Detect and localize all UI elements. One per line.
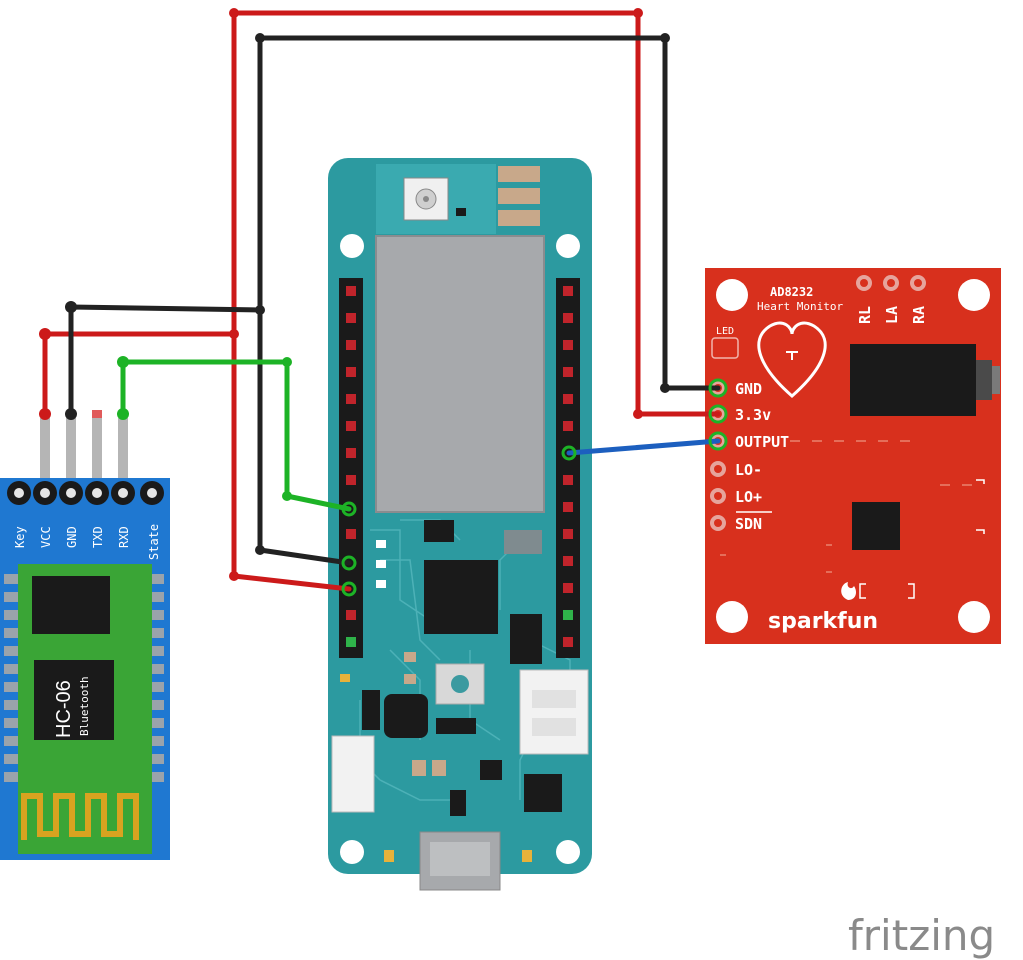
mcu-mount-hole [556,234,580,258]
hc06-subtitle: Bluetooth [78,676,91,736]
hc06-side-pads [4,574,164,782]
hc06-name: HC-06 [53,680,75,738]
mcu-radio-module [375,235,545,513]
led-label: LED [716,326,734,337]
hc06-chip-top [32,576,110,634]
mcu-main-chip [424,560,498,634]
hc06-header-legs [40,410,128,494]
hc06-pin-label-state: State [147,524,161,560]
hc06-chip-main [34,660,114,740]
sparkfun-brand: sparkfun [768,609,878,634]
sparkfun-flame-icon [841,582,856,600]
ad8232-chip [852,502,900,550]
ad8232-mount-hole [958,601,990,633]
mcu-mount-hole [340,840,364,864]
electrode-label-rl: RL [856,306,874,324]
ad8232-mount-hole [958,279,990,311]
ad8232-title: AD8232 [770,285,813,299]
mcu-left-pins [346,286,356,647]
fritzing-watermark: fritzing [848,911,995,960]
hc06-pin-label-txd: TXD [91,526,105,548]
hc06-antenna [21,793,139,840]
mcu-right-header [556,278,580,658]
hc06-pin-label-key: Key [13,526,27,548]
ad8232-pin-label-3v3: 3.3v [735,406,771,424]
wire-ground-mcu-ad8232 [257,35,721,566]
ad8232-electrode-pads [856,275,926,291]
ad8232-pcb [705,268,1001,644]
ad8232-board: AD8232 Heart Monitor RL LA RA LED [705,268,1001,644]
status-led [711,337,739,359]
ad8232-subtitle: Heart Monitor [757,300,843,313]
ad8232-pin-label-output: OUTPUT [735,433,789,451]
mcu-battery-connector [519,669,589,755]
ad8232-mount-hole [716,601,748,633]
ad8232-pin-label-gnd: GND [735,380,762,398]
ad8232-mount-hole [716,279,748,311]
ad8232-pin-label-lo-plus: LO+ [735,488,762,506]
mcu-board [328,158,592,891]
audio-jack [850,344,976,416]
ad8232-pin-label-lo-minus: LO- [735,461,762,479]
wire-power-mcu-ad8232 [231,10,721,592]
mcu-mount-hole [340,234,364,258]
hc06-pin-label-rxd: RXD [117,526,131,548]
mcu-right-pins [563,286,573,647]
mcu-left-header [339,278,363,658]
wire-joints [39,8,728,597]
hc06-header-pads [7,481,164,505]
electrode-label-la: LA [883,306,901,324]
mcu-mount-hole [556,840,580,864]
hc06-pin-label-gnd: GND [65,526,79,548]
hc06-module: Key VCC GND TXD RXD State HC-06 Blueto [0,410,170,860]
hc06-pin-label-vcc: VCC [39,526,53,548]
electrode-label-ra: RA [910,306,928,324]
mcu-side-connector [331,735,375,813]
ad8232-pin-label-sdn: SDN [735,515,762,533]
wire-signal-ad8232-output [566,438,721,456]
heart-icon [757,321,827,398]
